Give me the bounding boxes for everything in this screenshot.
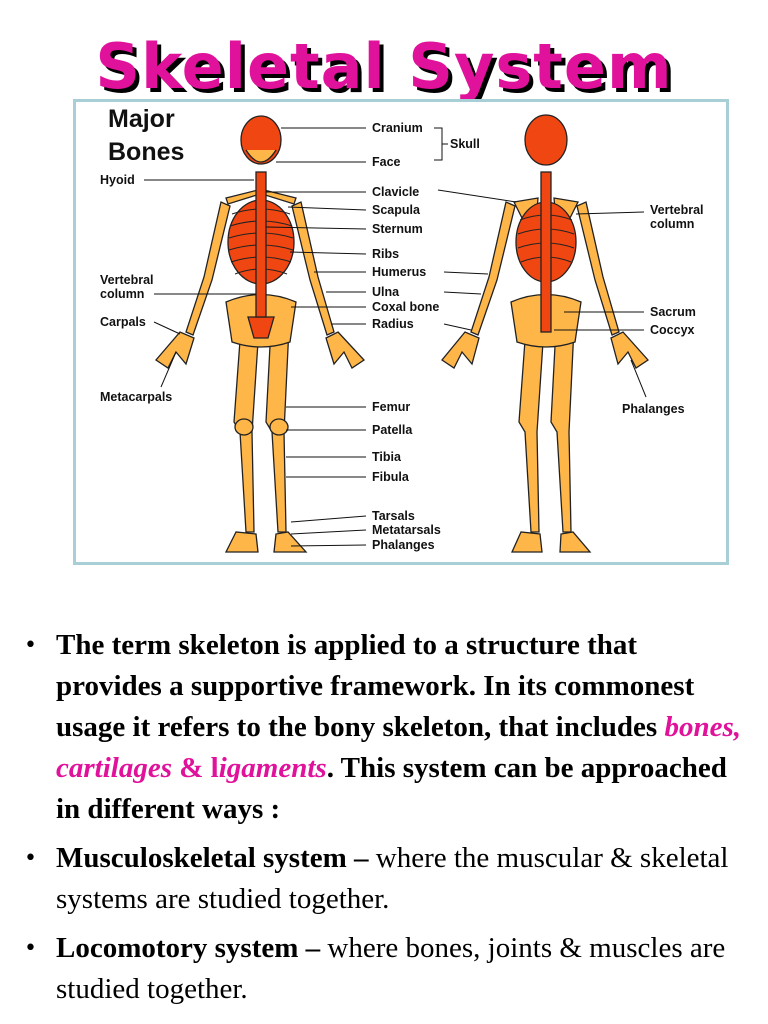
label-clavicle: Clavicle [372,185,419,199]
label-humerus: Humerus [372,265,426,279]
bullet-definition: • The term skeleton is applied to a stru… [24,625,744,830]
label-ribs: Ribs [372,247,399,261]
front-skeleton [155,115,365,553]
bullet-list: • The term skeleton is applied to a stru… [24,625,744,1018]
label-vertebral-left: Vertebral [100,273,154,287]
term-musculoskeletal: Musculoskeletal system – [56,842,369,874]
label-fibula: Fibula [372,470,410,484]
bullet-musculoskeletal: • Musculoskeletal system – where the mus… [24,838,744,920]
label-radius: Radius [372,317,414,331]
skeleton-diagram: Major Bones Cranium Face Skull Hyoid Cla… [73,99,729,565]
highlight-l: l [210,752,219,784]
term-locomotory: Locomotory system – [56,932,321,964]
bullet-dot: • [24,936,37,961]
label-femur: Femur [372,400,410,414]
label-ulna: Ulna [372,285,400,299]
slide-title: Skeletal System [95,30,673,103]
highlight-ligaments: igaments [218,752,327,784]
leader-lines [144,127,647,547]
label-tarsals: Tarsals [372,509,415,523]
desc-locomotory: where bones, joints & muscles are studie… [56,932,726,1005]
label-vertebral-right: Vertebral [650,203,704,217]
label-coccyx: Coccyx [650,323,695,337]
highlight-bones-cartilages: bones, cartilages [56,711,741,784]
label-column-right: column [650,217,694,231]
label-metacarpals: Metacarpals [100,390,172,404]
label-face: Face [372,155,401,169]
bullet-locomotory: • Locomotory system – where bones, joint… [24,928,744,1010]
heading-major: Major [108,105,175,133]
label-cranium: Cranium [372,121,423,135]
bullet-dot: • [24,846,37,871]
label-skull: Skull [450,137,480,151]
label-sternum: Sternum [372,222,423,236]
label-tibia: Tibia [372,450,402,464]
label-sacrum: Sacrum [650,305,696,319]
label-phalanges-hand: Phalanges [622,402,685,416]
ampersand: & [172,752,211,784]
definition-text-1: The term skeleton is applied to a struct… [56,629,695,743]
bullet-dot: • [24,633,37,658]
desc-musculoskeletal: where the muscular & skeletal systems ar… [56,842,729,915]
skeleton-svg: Major Bones Cranium Face Skull Hyoid Cla… [100,105,704,553]
label-scapula: Scapula [372,203,421,217]
label-column-left: column [100,287,144,301]
label-coxal-bone: Coxal bone [372,300,439,314]
label-carpals: Carpals [100,315,146,329]
label-metatarsals: Metatarsals [372,523,441,537]
label-phalanges-feet: Phalanges [372,538,435,552]
heading-bones: Bones [108,138,184,166]
label-patella: Patella [372,423,413,437]
back-skeleton [441,114,649,553]
definition-text-2: . This system can be approached in diffe… [56,752,727,825]
label-hyoid: Hyoid [100,173,135,187]
